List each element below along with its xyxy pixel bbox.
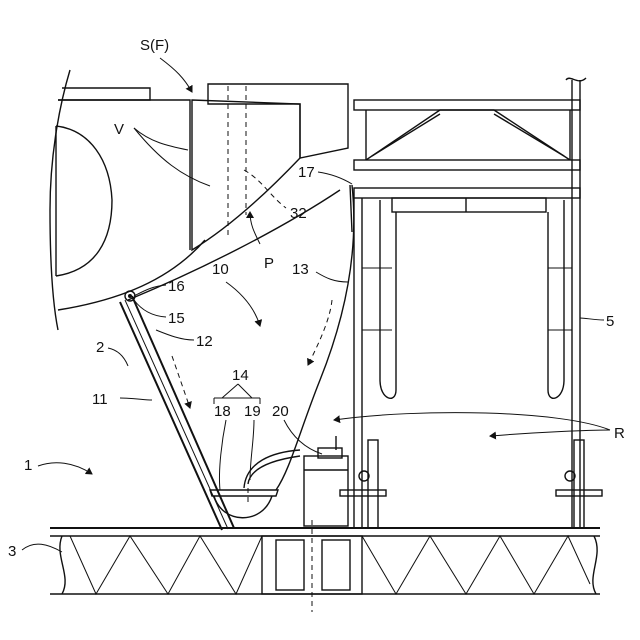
cover-bag [128,185,354,490]
label-18: 18 [214,403,231,420]
label-sf: S(F) [140,37,169,54]
label-19: 19 [244,403,261,420]
scaffold [340,78,602,528]
labels: S(F) V 17 32 P 10 13 16 15 12 5 2 11 14 … [8,37,625,560]
block-p [192,84,348,250]
leader-lines [22,58,610,552]
deck-truss [50,520,600,612]
collector [210,436,348,526]
label-32: 32 [290,205,307,222]
flow-arrows [172,300,332,408]
label-5: 5 [606,313,614,330]
label-r: R [614,425,625,442]
label-16: 16 [168,278,185,295]
label-12: 12 [196,333,213,350]
label-13: 13 [292,261,309,278]
label-10: 10 [212,261,229,278]
label-p: P [264,255,274,272]
label-3: 3 [8,543,16,560]
label-1: 1 [24,457,32,474]
label-14: 14 [232,367,249,384]
label-20: 20 [272,403,289,420]
label-11: 11 [92,391,108,408]
label-15: 15 [168,310,185,327]
label-2: 2 [96,339,104,356]
label-v: V [114,121,124,138]
label-17: 17 [298,164,315,181]
